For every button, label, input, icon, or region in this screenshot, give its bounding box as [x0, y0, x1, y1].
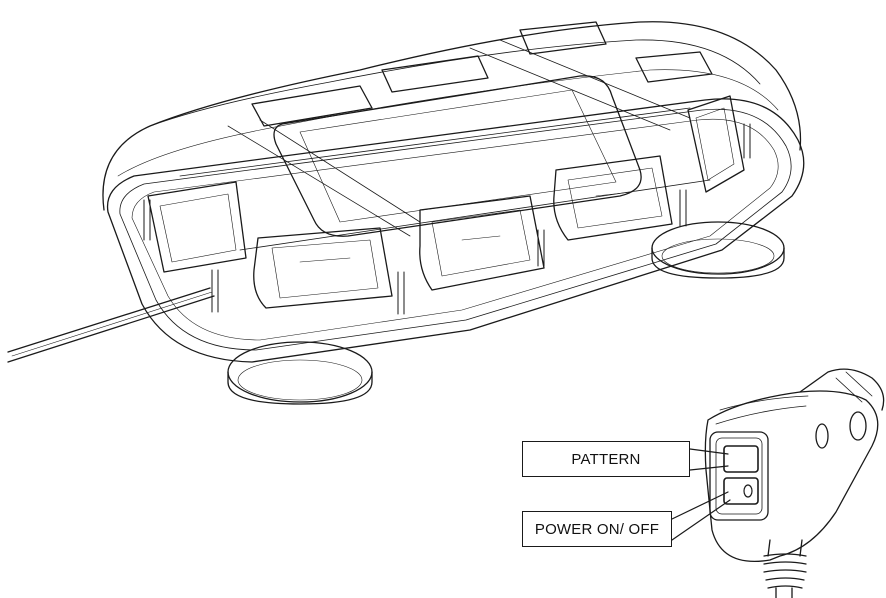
switch-faceplate	[709, 431, 769, 521]
power-plug	[704, 368, 885, 562]
power-switch	[723, 477, 759, 505]
light-bar-base	[106, 98, 805, 363]
led-module-front-4	[553, 155, 673, 241]
power-cable	[7, 287, 215, 363]
pattern-switch	[723, 445, 759, 473]
led-module-right-end	[687, 95, 745, 193]
led-module-front-3	[419, 195, 545, 291]
power-on-off-label: POWER ON/ OFF	[522, 511, 672, 547]
pattern-label: PATTERN	[522, 441, 690, 477]
leader-line-pattern	[689, 448, 729, 471]
led-module-front-2	[253, 227, 393, 309]
magnet-foot-right	[651, 221, 785, 279]
led-modules-top	[251, 21, 713, 127]
leader-line-power	[671, 491, 731, 541]
led-module-front-left	[147, 181, 247, 273]
magnet-foot-left	[227, 341, 373, 405]
circuit-board	[273, 75, 642, 237]
plug-cord	[763, 539, 807, 598]
mounting-posts	[143, 123, 751, 315]
